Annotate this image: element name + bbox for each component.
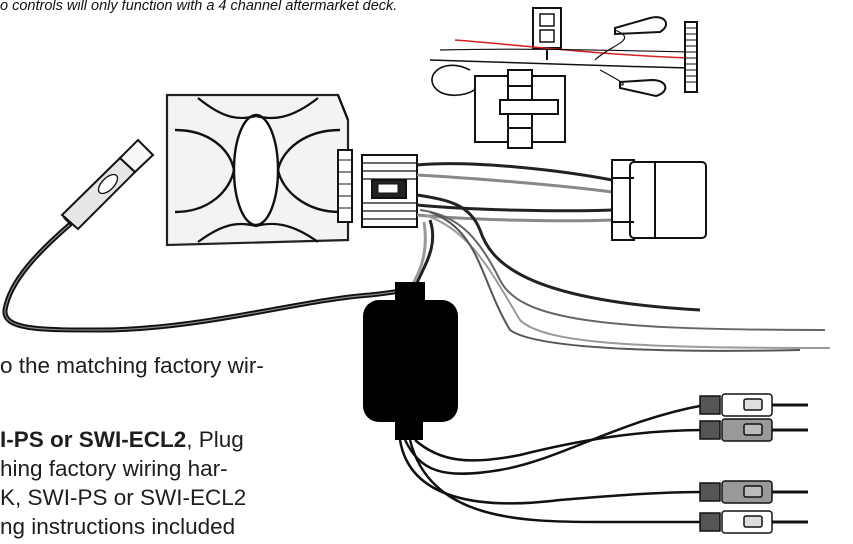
small-connector	[532, 7, 562, 49]
paragraph-line-4: K, SWI-PS or SWI-ECL2	[0, 485, 247, 510]
paragraph-line-1: o the matching factory wir-	[0, 353, 264, 378]
paragraph-line-3: hing factory wiring har-	[0, 456, 228, 481]
paragraph-line-2-rest: , Plug	[186, 427, 244, 452]
model-names-bold: I-PS or SWI-ECL2	[0, 427, 187, 452]
wire-bundle	[402, 162, 831, 352]
black-module	[363, 282, 458, 440]
vehicle-connector	[611, 159, 707, 241]
interface-box	[165, 93, 353, 247]
main-plug	[361, 154, 418, 228]
rca-cables	[398, 403, 706, 524]
usb-cable	[2, 138, 411, 333]
rca-plug-3	[699, 480, 808, 504]
rca-plug-4	[699, 510, 808, 534]
paragraph-line-2: I-PS or SWI-ECL2, Plug	[0, 425, 244, 454]
small-harness-diagram	[429, 7, 698, 149]
top-note: o controls will only function with a 4 c…	[0, 0, 398, 14]
rca-plug-2	[699, 418, 808, 442]
usb-plug	[60, 138, 155, 231]
paragraph-line-5: ng instructions included	[0, 514, 236, 539]
rca-plug-1	[699, 393, 808, 417]
